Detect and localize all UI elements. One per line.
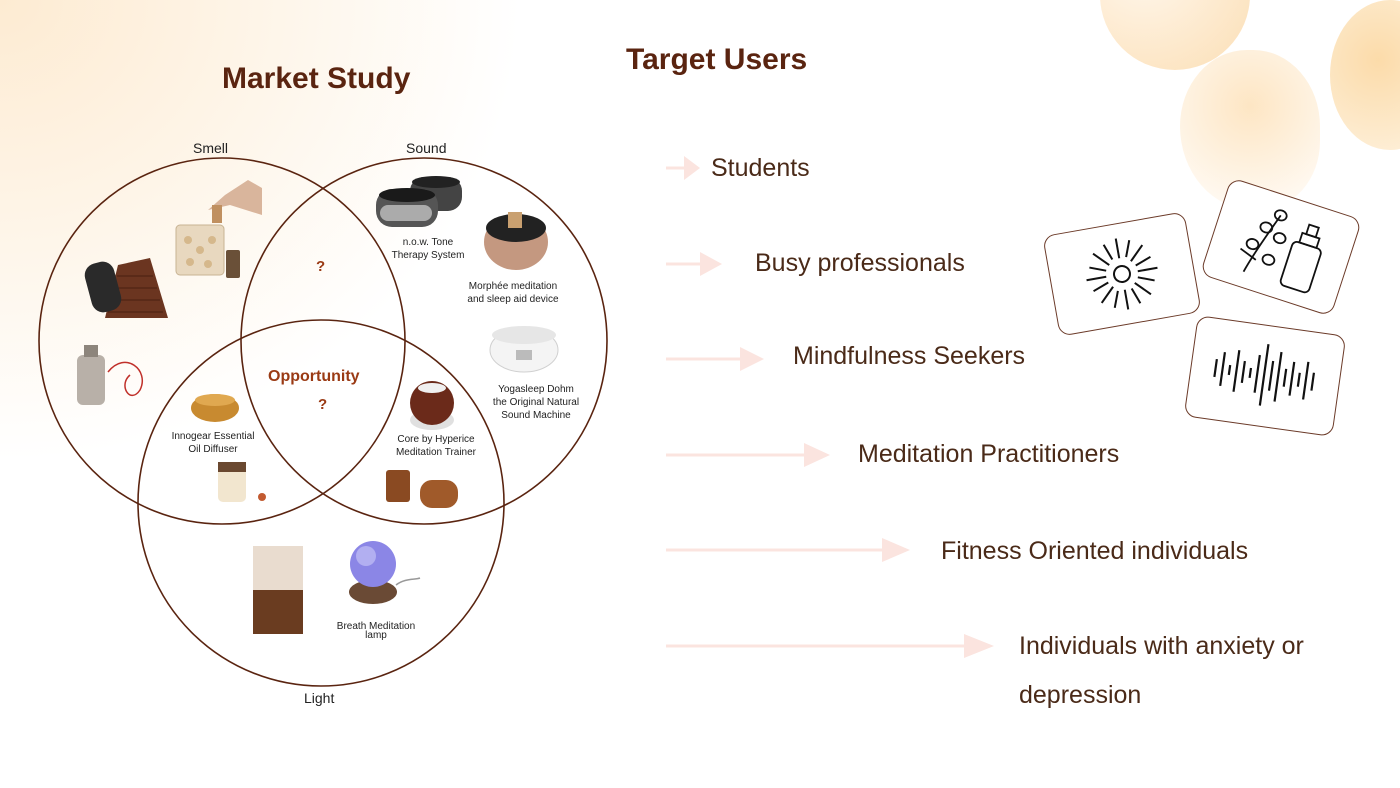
arrow-icon	[666, 252, 722, 276]
target-user-item: Individuals with anxiety or depression	[1019, 622, 1304, 720]
target-user-label: Students	[711, 154, 810, 182]
arrow-icon	[666, 538, 910, 562]
target-user-label: Busy professionals	[755, 249, 965, 277]
target-user-label: Meditation Practitioners	[858, 440, 1120, 468]
target-user-item: Mindfulness Seekers	[793, 342, 1025, 371]
glass-diffuser-image	[77, 345, 143, 405]
arrow-icon	[666, 443, 830, 467]
soundwave-icon	[1213, 344, 1316, 406]
breath-lamp-image	[349, 541, 421, 604]
sound-label: Sound	[406, 140, 447, 156]
yogasleep-image	[489, 326, 559, 373]
wood-speaker-image	[386, 470, 458, 508]
market-study-title: Market Study	[222, 62, 411, 95]
target-user-item: Meditation Practitioners	[858, 440, 1119, 469]
innogear-label: Innogear Essential Oil Diffuser	[171, 431, 255, 455]
target-user-item: Busy professionals	[755, 249, 965, 278]
core-hyperice-image	[410, 381, 454, 430]
arrow-icon	[666, 634, 994, 658]
target-user-item: Students	[711, 154, 810, 183]
venn-diagram	[38, 157, 608, 687]
morphee-label: Morphée meditation and sleep aid device	[467, 281, 559, 305]
innogear-image	[191, 394, 239, 422]
tone-therapy-image	[376, 176, 462, 227]
wood-diffuser-image	[84, 258, 168, 318]
target-user-item: Fitness Oriented individuals	[941, 537, 1248, 566]
lamp-diffuser-image	[218, 462, 266, 502]
essential-oil-dropper-image	[175, 180, 262, 278]
target-user-label: Fitness Oriented individuals	[941, 537, 1249, 565]
tone-therapy-label: n.o.w. Tone Therapy System	[391, 237, 465, 261]
light-card	[1042, 211, 1202, 337]
flower-bottle-icon	[1239, 209, 1322, 294]
yogasleep-label: Yogasleep Dohm the Original Natural Soun…	[492, 384, 580, 421]
sound-card	[1183, 315, 1347, 437]
light-label: Light	[304, 690, 335, 706]
light-circle	[137, 319, 505, 687]
target-user-label: Individuals with anxiety or depression	[1019, 632, 1304, 709]
smell-label: Smell	[193, 140, 229, 156]
morphee-image	[484, 212, 548, 270]
core-hyperice-label: Core by Hyperice Meditation Trainer	[395, 434, 477, 458]
opportunity-label: Opportunity	[268, 368, 360, 385]
sun-icon	[1086, 238, 1158, 310]
smell-card	[1199, 177, 1363, 317]
wood-light-lamp-image	[253, 546, 303, 634]
arrow-icon	[666, 347, 764, 371]
arrow-icon	[666, 156, 700, 180]
smell-sound-question-mark: ?	[316, 258, 326, 275]
target-user-label: Mindfulness Seekers	[793, 342, 1026, 370]
sound-circle	[240, 157, 608, 525]
opportunity-question-mark: ?	[318, 396, 328, 413]
breath-lamp-label: Breath Meditation lamp	[336, 621, 416, 641]
target-users-title: Target Users	[626, 43, 808, 76]
